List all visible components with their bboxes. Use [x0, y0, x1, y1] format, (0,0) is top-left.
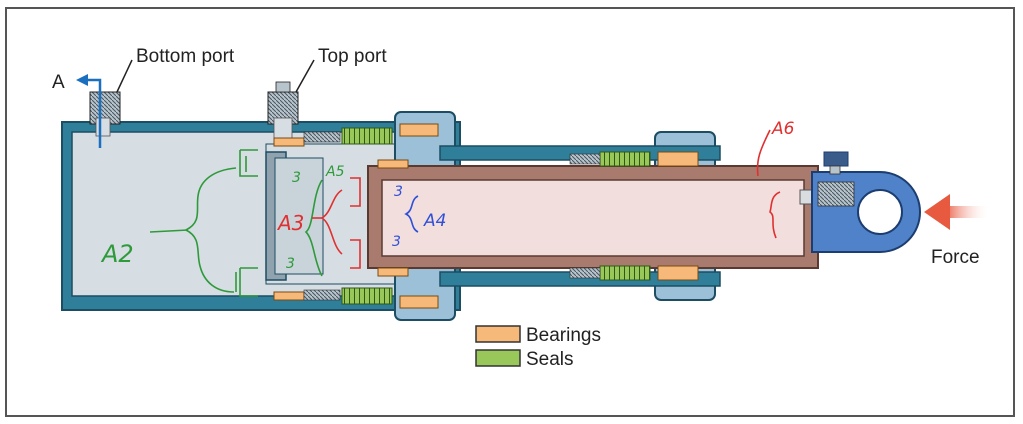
- legend-seals-label: Seals: [526, 349, 574, 370]
- blue-annotations: [404, 195, 419, 233]
- annotation-a4: A4: [423, 211, 446, 231]
- top-port-leader: [295, 59, 315, 93]
- bearings: [273, 123, 699, 309]
- legend: [475, 325, 521, 367]
- red-annotations: [312, 129, 781, 269]
- rod-eye: [811, 151, 921, 253]
- arrow-a-label: A: [52, 72, 65, 93]
- annotation-3-bottom: 3: [286, 256, 295, 272]
- seals: [303, 127, 651, 305]
- top-port: [267, 81, 299, 143]
- legend-swatch-seals: [475, 349, 521, 367]
- piston-rod: [367, 165, 851, 269]
- annotation-a2: A2: [100, 240, 134, 268]
- annotation-a3: A3: [276, 211, 304, 235]
- port-flow-arrow: [76, 74, 102, 148]
- piston: [265, 151, 324, 281]
- annotation-a6: A6: [771, 119, 795, 139]
- annotation-3-blue-bottom: 3: [392, 234, 401, 250]
- legend-bearings-label: Bearings: [526, 325, 601, 346]
- bottom-port-label: Bottom port: [136, 46, 235, 67]
- force-label: Force: [931, 247, 980, 268]
- annotation-3-blue-top: 3: [394, 184, 403, 200]
- bottom-port-leader: [116, 59, 133, 93]
- annotation-a5: A5: [325, 164, 345, 180]
- legend-swatch-bearings: [475, 325, 521, 343]
- annotation-3-top: 3: [292, 170, 301, 186]
- green-annotations: [149, 149, 323, 297]
- force-arrow: [924, 194, 990, 230]
- top-port-label: Top port: [318, 46, 387, 67]
